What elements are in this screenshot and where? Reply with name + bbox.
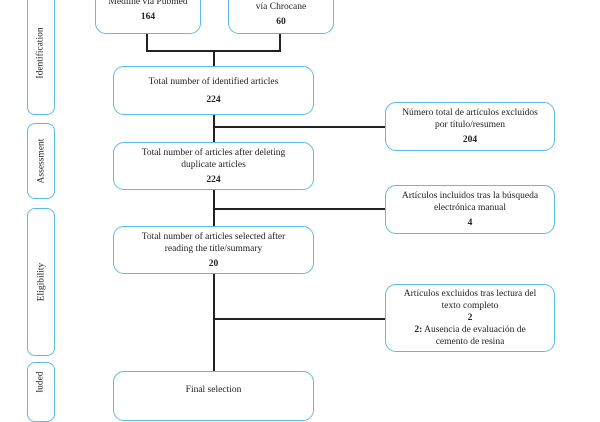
identified-box: Total number of identified articles 224 xyxy=(113,66,314,115)
final-selection-box: Final selection xyxy=(113,371,314,421)
stage-label: Assessment xyxy=(36,138,46,184)
box-text: Final selection xyxy=(185,385,242,395)
box-count: 20 xyxy=(208,258,219,269)
box-text: Número total de artículos excluidos xyxy=(402,108,538,118)
after-duplicates-box: Total number of articles after deleting … xyxy=(113,142,314,190)
connector xyxy=(213,208,386,210)
source-count: 60 xyxy=(276,17,286,27)
excluded-fulltext-box: Artículos excluidos tras lectura del tex… xyxy=(385,284,555,352)
connector xyxy=(213,318,386,320)
box-text: Total number of identified articles xyxy=(148,76,279,87)
stage-eligibility: Eligibility xyxy=(27,208,55,356)
source-box-pubmed: Medline via Pubmed 164 xyxy=(95,0,201,34)
connector xyxy=(279,34,281,51)
box-text: electrónica manual xyxy=(433,203,506,213)
excluded-title-box: Número total de artículos excluidos por … xyxy=(385,102,555,151)
stage-identification: Identification xyxy=(27,0,55,115)
source-box-cochrane: vía Chrocane 60 xyxy=(228,0,334,34)
box-text: reading the title/summary xyxy=(164,243,263,254)
source-count: 164 xyxy=(140,12,156,22)
box-text: texto completo xyxy=(441,301,499,311)
connector xyxy=(213,126,386,128)
stage-label: luded xyxy=(35,371,46,393)
box-count: 224 xyxy=(206,174,221,185)
box-text: Total number of articles after deleting xyxy=(141,147,286,158)
stage-label: Eligibility xyxy=(36,262,46,302)
box-text: Total number of articles selected after xyxy=(141,231,286,242)
reason-text: Ausencia de evaluación de xyxy=(424,325,526,335)
source-label: Medline via Pubmed xyxy=(108,0,188,7)
stage-assessment: Assessment xyxy=(27,123,55,199)
source-label: vía Chrocane xyxy=(255,2,307,12)
box-text: Artículos incluidos tras la búsqueda xyxy=(401,191,539,201)
box-count: 224 xyxy=(206,94,221,105)
main-flow-line xyxy=(213,50,215,380)
stage-included: luded xyxy=(27,362,55,422)
reason-count: 2: xyxy=(414,325,423,335)
selected-box: Total number of articles selected after … xyxy=(113,226,314,274)
connector xyxy=(146,34,148,51)
box-count: 204 xyxy=(462,135,478,145)
box-count: 2 xyxy=(467,313,473,323)
reason-text: cemento de resina xyxy=(435,337,505,347)
stage-label: Identification xyxy=(36,26,46,79)
box-text: Artículos excluidos tras lectura del xyxy=(403,289,537,299)
box-text: por título/resumen xyxy=(435,120,505,130)
box-count: 4 xyxy=(467,218,473,228)
manual-search-box: Artículos incluidos tras la búsqueda ele… xyxy=(385,185,555,234)
box-text: duplicate articles xyxy=(181,159,246,170)
exclusion-reason: 2: Ausencia de evaluación de xyxy=(414,324,525,336)
